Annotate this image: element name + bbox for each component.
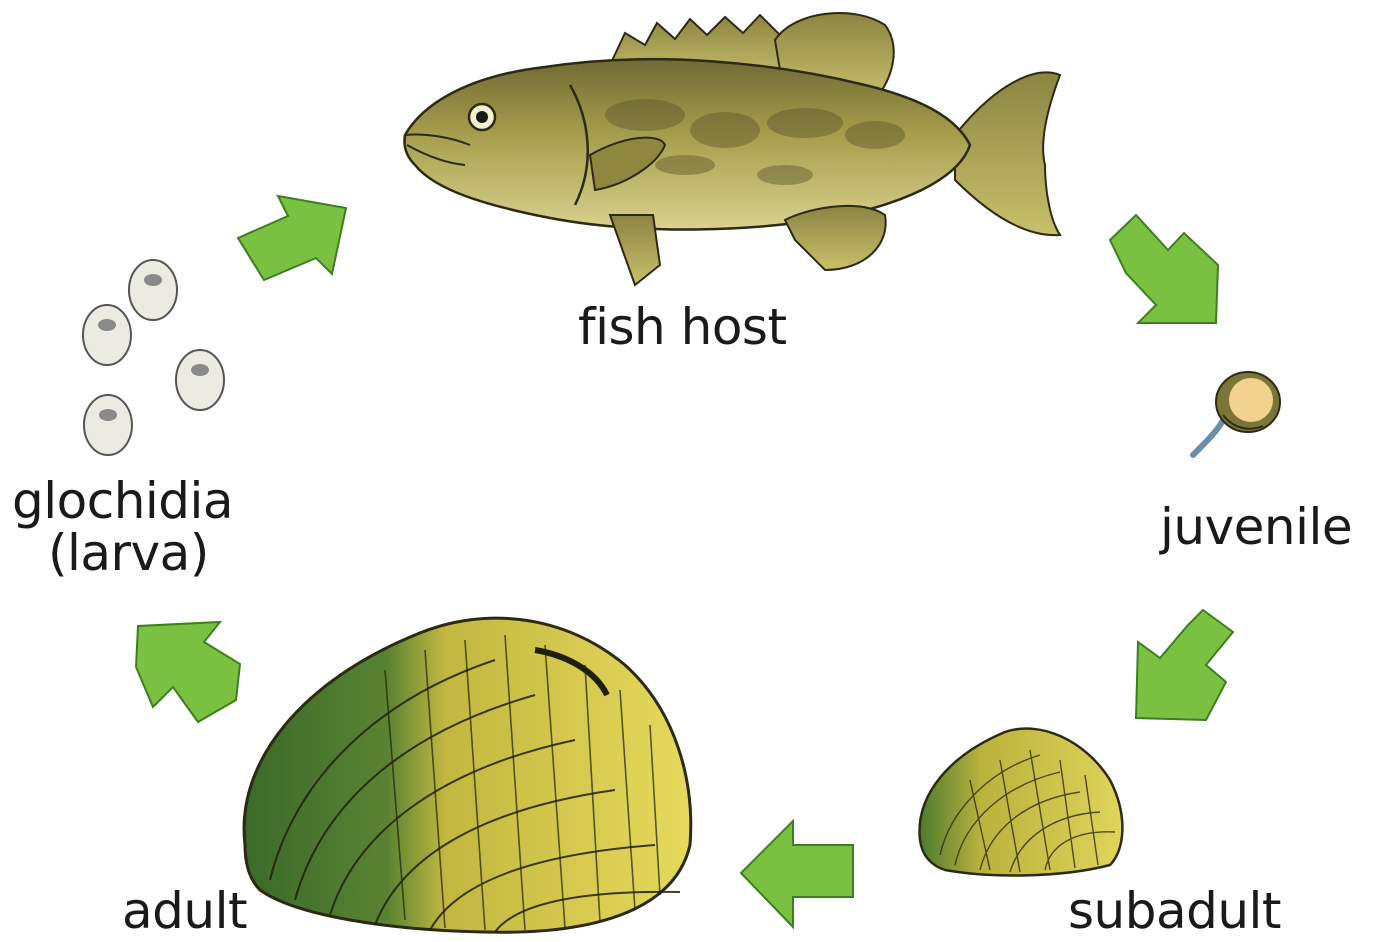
glochidia-label: glochidia: [12, 476, 233, 526]
cycle-arrow-icon: [128, 612, 248, 732]
juvenile-label: juvenile: [1160, 502, 1352, 552]
adult-shell-illustration: [235, 610, 700, 940]
subadult-shell-illustration: [910, 720, 1130, 880]
adult-label: adult: [122, 886, 247, 936]
fish-host-label: fish host: [578, 302, 787, 352]
larva-label: (larva): [48, 528, 209, 578]
glochidia-larva-illustration: [70, 250, 240, 460]
fish-illustration: [395, 5, 1075, 295]
cycle-arrow-icon: [735, 815, 860, 935]
cycle-arrow-icon: [1118, 600, 1248, 730]
subadult-label: subadult: [1068, 886, 1281, 936]
cycle-arrow-icon: [228, 168, 360, 290]
cycle-arrow-icon: [1098, 205, 1228, 335]
juvenile-mussel-illustration: [1178, 360, 1288, 470]
